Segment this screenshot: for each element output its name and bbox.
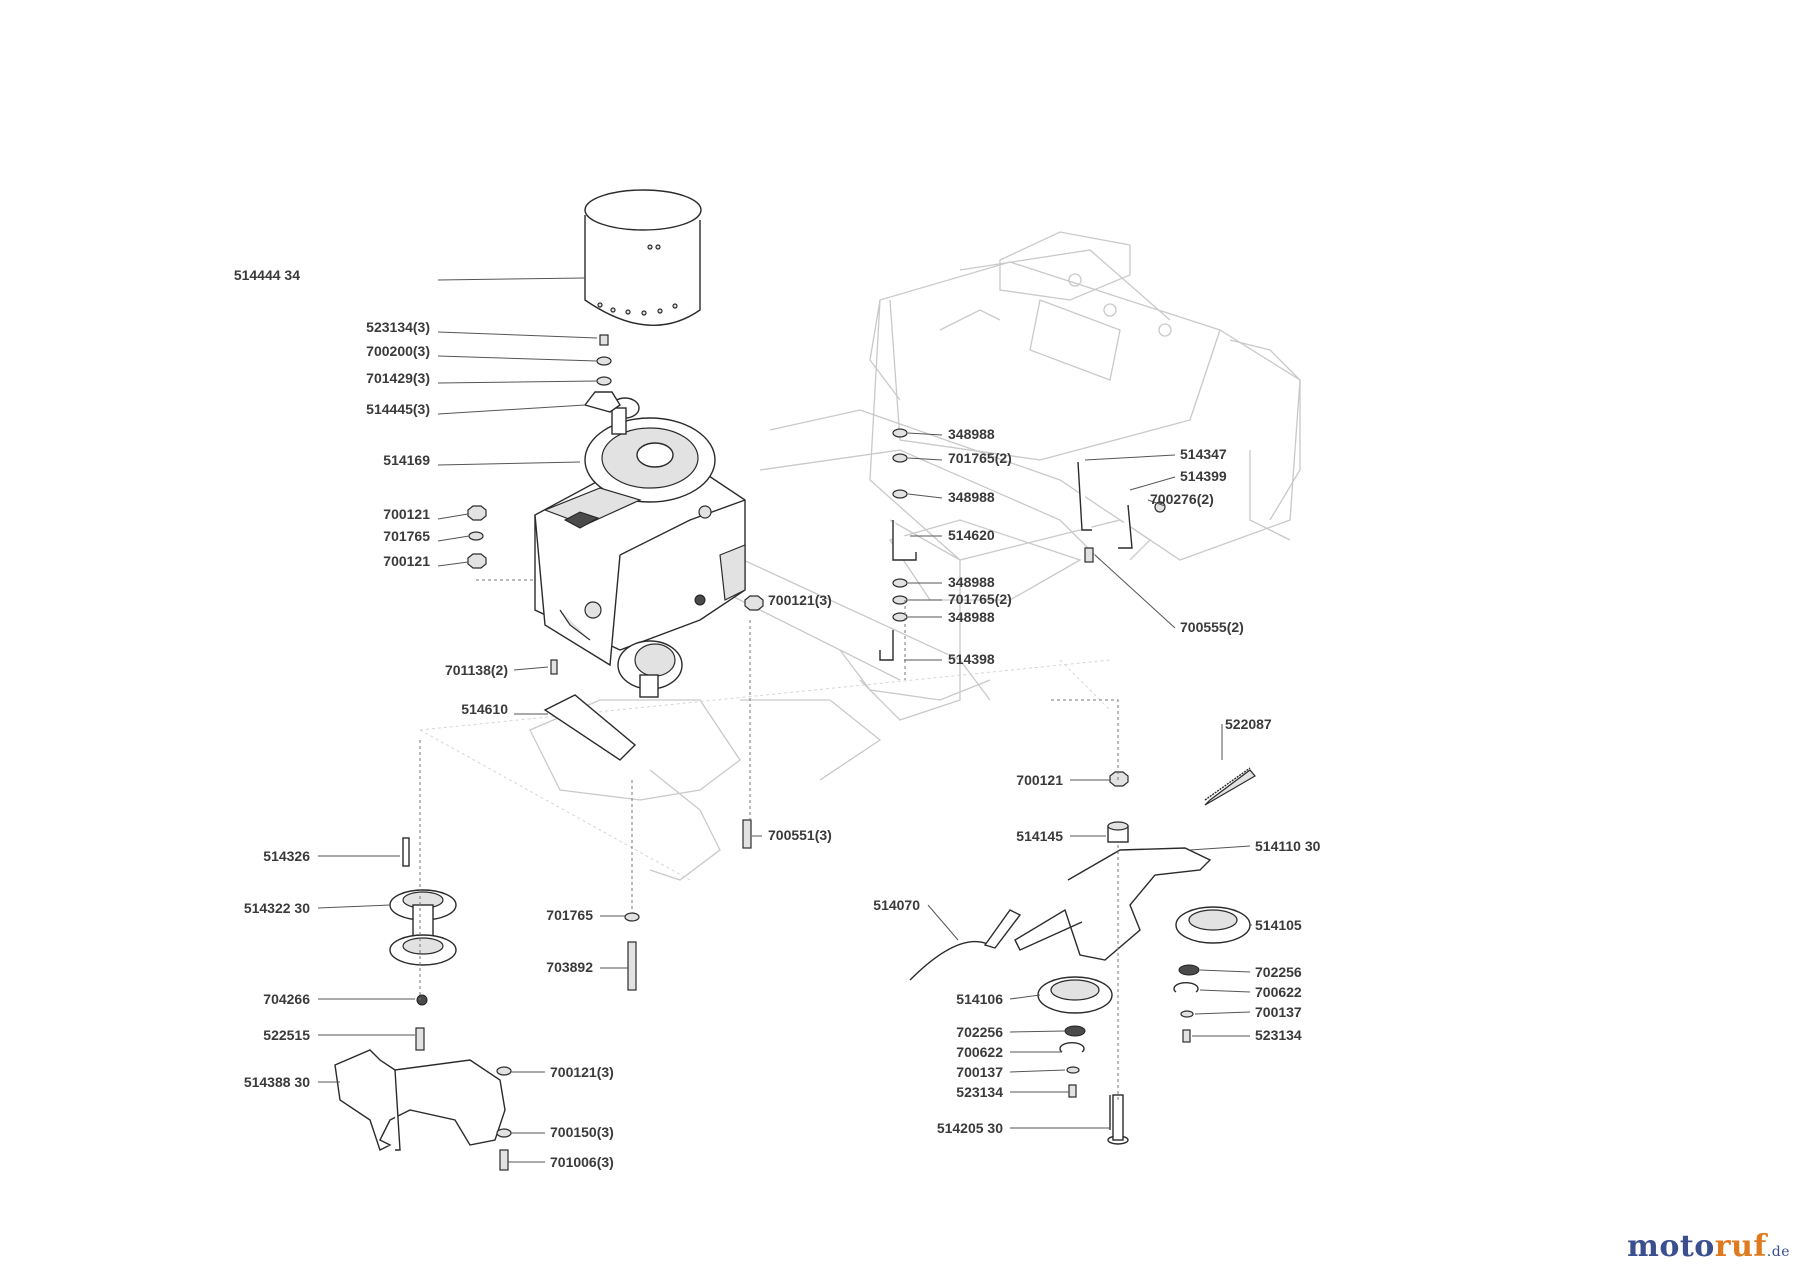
part-number-label: 522087	[1225, 716, 1272, 732]
part-number-label: 514145	[1016, 828, 1063, 844]
leader-line	[437, 535, 470, 542]
assembly-paths	[419, 579, 1119, 1100]
leader-line	[1009, 1069, 1066, 1073]
part-number-label: 514445(3)	[366, 401, 430, 417]
watermark-part1: moto	[1627, 1229, 1715, 1264]
leader-line	[437, 513, 469, 520]
part-number-label: 700622	[956, 1044, 1003, 1060]
part-number-label: 522515	[263, 1027, 310, 1043]
part-number-label: 700121	[383, 553, 430, 569]
part-number-label: 700121(3)	[768, 592, 832, 608]
part-number-label: 701765(2)	[948, 450, 1012, 466]
part-number-label: 701138(2)	[445, 662, 508, 678]
engine	[534, 397, 746, 698]
part-number-label: 514205 30	[937, 1120, 1003, 1136]
leader-line	[437, 380, 598, 384]
leader-line	[927, 904, 959, 941]
part-number-label: 700622	[1255, 984, 1302, 1000]
leader-line	[1199, 969, 1251, 973]
part-number-label: 348988	[948, 609, 995, 625]
part-number-label: 514106	[956, 991, 1003, 1007]
center-bolts	[624, 819, 752, 991]
part-number-label: 514399	[1180, 468, 1227, 484]
part-number-label: 702256	[956, 1024, 1003, 1040]
leader-line	[1129, 476, 1176, 491]
part-number-label: 523134(3)	[366, 319, 430, 335]
part-number-label: 514347	[1180, 446, 1227, 462]
linkage-rods	[879, 428, 1166, 661]
part-callouts: 514444 34 523134(3) 700200(3) 701429(3) 5144…	[234, 267, 1321, 1170]
watermark-tld: .de	[1766, 1244, 1790, 1260]
engine-nuts-left	[467, 505, 764, 675]
motoruf-watermark-logo: motoruf.de	[1627, 1229, 1790, 1264]
leader-line	[1084, 454, 1176, 461]
part-number-label: 704266	[263, 991, 310, 1007]
part-number-label: 514110 30	[1255, 838, 1321, 854]
watermark-part2: ruf	[1714, 1229, 1767, 1264]
part-number-label: 700551(3)	[768, 827, 832, 843]
part-number-label: 514388 30	[244, 1074, 310, 1090]
part-number-label: 348988	[948, 574, 995, 590]
part-number-label: 514610	[461, 701, 508, 717]
part-number-label: 701765	[383, 528, 430, 544]
leader-line	[437, 404, 586, 415]
part-number-label: 514105	[1255, 917, 1302, 933]
part-number-label: 514398	[948, 651, 995, 667]
bracket-514610	[543, 694, 637, 761]
leader-line	[437, 355, 598, 362]
pulley-assembly-left	[334, 837, 512, 1171]
part-number-label: 348988	[948, 426, 995, 442]
part-number-label: 700276(2)	[1150, 491, 1214, 507]
part-number-label: 700137	[1255, 1004, 1302, 1020]
leader-line	[1194, 1011, 1251, 1015]
leader-line	[1147, 499, 1166, 507]
part-number-label: 700121	[1016, 772, 1063, 788]
leader-line	[907, 493, 943, 499]
part-number-label: 701429(3)	[366, 370, 430, 386]
part-number-label: 701765	[546, 907, 593, 923]
part-number-label: 514070	[873, 897, 920, 913]
leader-line	[1009, 994, 1041, 1000]
leader-line	[437, 561, 469, 567]
part-number-label: 700121	[383, 506, 430, 522]
part-number-label: 700137	[956, 1064, 1003, 1080]
part-number-label: 514620	[948, 527, 995, 543]
leader-line	[907, 432, 943, 436]
part-number-label: 701765(2)	[948, 591, 1012, 607]
tractor-frame-outline	[419, 231, 1301, 881]
part-number-label: 514444 34	[234, 267, 300, 283]
leader-line	[1189, 845, 1251, 851]
part-number-label: 702256	[1255, 964, 1302, 980]
filter-fasteners	[583, 334, 621, 413]
part-number-label: 703892	[546, 959, 593, 975]
leader-line	[437, 331, 598, 339]
leader-line	[1199, 989, 1251, 993]
part-number-label: 514326	[263, 848, 310, 864]
leader-line	[437, 461, 581, 466]
part-number-label: 523134	[1255, 1027, 1302, 1043]
air-filter-cylinder	[584, 189, 702, 326]
leader-line	[907, 457, 943, 461]
part-number-label: 700200(3)	[366, 343, 430, 359]
part-number-label: 700150(3)	[550, 1124, 614, 1140]
leader-line	[1009, 1030, 1066, 1033]
part-number-label: 514322 30	[244, 900, 310, 916]
part-number-label: 514169	[383, 452, 430, 468]
leader-line	[317, 904, 391, 909]
part-number-label: 523134	[956, 1084, 1003, 1100]
part-number-label: 700121(3)	[550, 1064, 614, 1080]
leader-line	[437, 277, 586, 281]
part-number-label: 701006(3)	[550, 1154, 614, 1170]
leader-line	[513, 666, 549, 671]
leader-line	[1094, 554, 1176, 629]
part-number-label: 700555(2)	[1180, 619, 1244, 635]
part-number-label: 348988	[948, 489, 995, 505]
